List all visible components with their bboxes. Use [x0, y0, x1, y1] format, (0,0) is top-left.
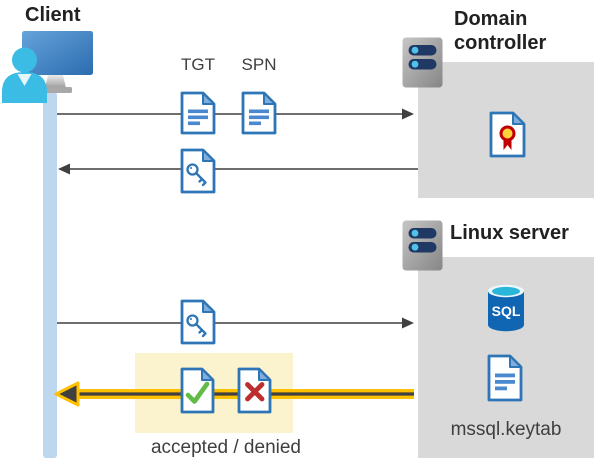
client-timeline-bar [43, 92, 57, 458]
tgt-ticket-document-icon [180, 91, 216, 135]
spn-ticket-document-icon [241, 91, 277, 135]
keytab-label: mssql.keytab [450, 419, 562, 440]
linux-server-icon [402, 220, 443, 271]
linux-server-title: Linux server [450, 222, 569, 244]
tgt-label: TGT [181, 55, 215, 74]
accepted-document-icon [180, 367, 215, 414]
spn-label: SPN [241, 55, 277, 74]
response-arrow-from-domain-controller [58, 163, 418, 175]
request-arrow-to-linux-server [57, 317, 414, 329]
request-arrow-to-domain-controller [57, 108, 414, 120]
result-arrow-highlighted [54, 381, 414, 407]
key-ticket-document-icon-linux [180, 299, 216, 345]
sql-database-icon: SQL [488, 284, 524, 332]
certificate-document-icon [489, 111, 526, 158]
client-computer-user-icon [2, 31, 93, 103]
client-title: Client [25, 4, 81, 26]
denied-document-icon [237, 367, 272, 414]
sql-icon-label: SQL [492, 303, 521, 319]
result-label: accepted / denied [150, 437, 301, 458]
domain-controller-title: Domain controller [454, 8, 547, 55]
key-ticket-document-icon-dc [180, 148, 216, 194]
domain-controller-server-icon [402, 37, 443, 88]
keytab-document-icon [487, 354, 523, 402]
